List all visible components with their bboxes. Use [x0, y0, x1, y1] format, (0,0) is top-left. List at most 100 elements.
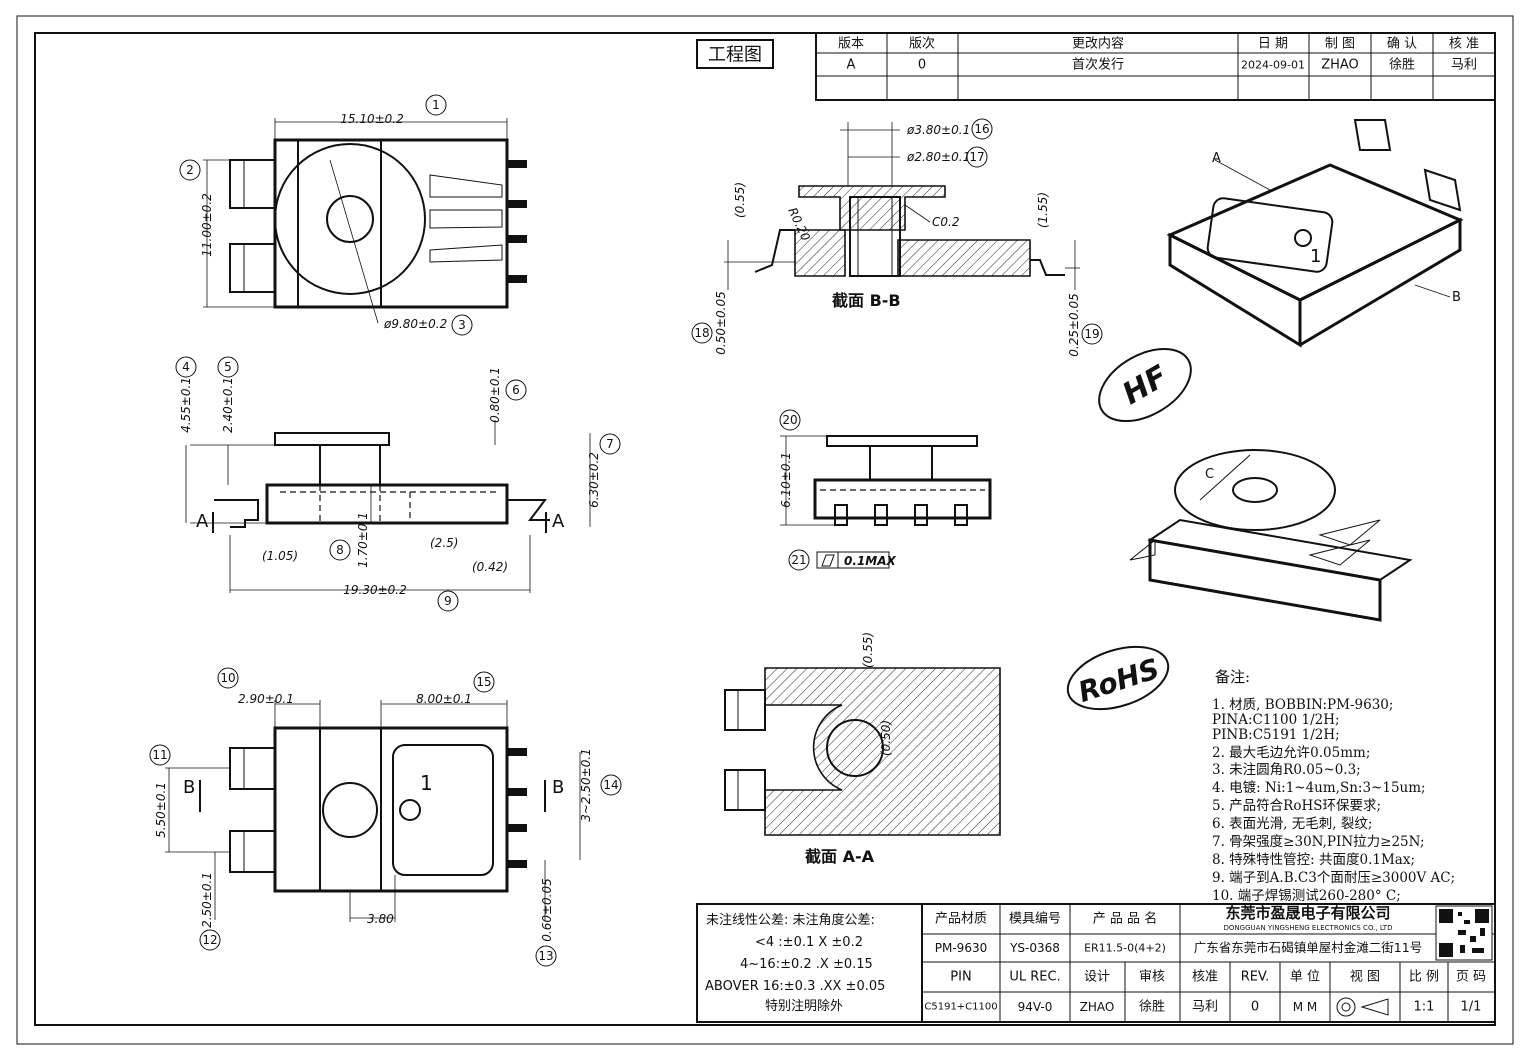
section-marker-a-left: A: [196, 511, 209, 532]
tolerance-line: ABOVER 16:±0.3 .XX ±0.05: [705, 979, 885, 994]
balloon-label: 17: [969, 150, 984, 164]
balloon-label: 12: [202, 933, 217, 947]
rev-cell-approve: 马利: [1451, 58, 1477, 73]
notes: 备注: 1. 材质, BOBBIN:PM-9630; PINA:C1100 1/…: [1212, 668, 1455, 904]
balloon: 16: [971, 118, 993, 140]
balloon: 19: [1081, 323, 1103, 345]
tb-unit: M M: [1293, 1000, 1318, 1014]
dim-side-6: 0.80±0.1: [488, 367, 502, 423]
qr-code-icon: [1435, 905, 1493, 961]
iso-label-c: C: [1205, 467, 1214, 482]
balloon-label: 1: [432, 98, 440, 112]
section-bb: ø3.80±0.1 ø2.80±0.1 (0.55) (1.55) R0.20 …: [714, 122, 1081, 357]
rev-header-version: 版本: [838, 37, 864, 52]
dim-bottom-14: 3~2.50±0.1: [579, 748, 593, 822]
drawing-tag: 工程图: [696, 39, 774, 69]
tb-designer: ZHAO: [1080, 1000, 1115, 1014]
balloon: 5: [217, 356, 239, 378]
rev-header-drawn: 制 图: [1325, 37, 1355, 52]
dim-side-9: 19.30±0.2: [343, 583, 407, 597]
balloon: 20: [779, 409, 801, 431]
rev-header-change: 更改内容: [1072, 36, 1124, 52]
dim-bb-16: ø3.80±0.1: [906, 123, 970, 137]
iso-pin1-mark: 1: [1310, 246, 1321, 267]
iso-bottom: C: [1129, 449, 1413, 622]
balloon-label: 16: [974, 122, 989, 136]
tb-design-label: 设计: [1084, 970, 1110, 985]
drawing-tag-text: 工程图: [708, 45, 762, 66]
balloon: 9: [437, 590, 459, 612]
dim-side-ref-042: (0.42): [472, 560, 508, 574]
tb-scale-label: 比 例: [1409, 970, 1439, 985]
dim-bottom-10: 2.90±0.1: [238, 692, 294, 706]
dim-bottom-15: 8.00±0.1: [416, 692, 472, 706]
iso-top: 1 A B: [1166, 119, 1464, 348]
dim-side-5: 2.40±0.1: [221, 377, 235, 433]
note-item: 7. 骨架强度≥30N,PIN拉力≥25N;: [1212, 834, 1425, 850]
tb-header-product: 产 品 品 名: [1093, 911, 1157, 927]
balloon-label: 11: [152, 748, 167, 762]
iso-label-a: A: [1212, 151, 1221, 166]
tb-material-value: PM-9630: [935, 941, 987, 955]
section-marker-a-right: A: [552, 511, 565, 532]
tb-rev: 0: [1251, 1000, 1259, 1015]
top-view: 15.10±0.2 11.00±0.2 ø9.80±0.2: [200, 112, 527, 331]
note-item: 1. 材质, BOBBIN:PM-9630;: [1212, 697, 1393, 713]
balloon: 21: [788, 549, 810, 571]
balloon: 11: [149, 744, 171, 766]
rev-header-issue: 版次: [909, 36, 935, 52]
balloon: 14: [600, 774, 622, 796]
tb-approver: 马利: [1192, 1000, 1218, 1015]
rev-header-date: 日 期: [1258, 37, 1288, 52]
tb-ul-label: UL REC.: [1009, 970, 1060, 985]
tb-pin-label: PIN: [950, 970, 971, 985]
tb-checker: 徐胜: [1139, 1000, 1165, 1015]
balloon: 17: [966, 146, 988, 168]
note-item: 6. 表面光滑, 无毛刺, 裂纹;: [1212, 816, 1372, 832]
note-item: 8. 特殊特性管控: 共面度0.1Max;: [1212, 852, 1415, 868]
note-item: 3. 未注圆角R0.05~0.3;: [1212, 762, 1361, 778]
balloon: 12: [199, 929, 221, 951]
dim-bb-17: ø2.80±0.1: [906, 150, 970, 164]
balloon: 15: [473, 671, 495, 693]
bottom-pin1-mark: 1: [420, 771, 433, 795]
rev-cell-confirm: 徐胜: [1389, 58, 1415, 73]
balloon-label: 14: [603, 778, 618, 792]
title-block: 未注线性公差: 未注角度公差: <4 :±0.1 X ±0.2 4~16:±0.…: [696, 903, 1496, 1023]
notes-title: 备注:: [1215, 668, 1250, 686]
section-marker-b-left: B: [183, 777, 195, 798]
balloon: 13: [535, 945, 557, 967]
balloon: 6: [505, 379, 527, 401]
rohs-logo-text: RoHS: [1074, 652, 1163, 709]
iso-label-b: B: [1452, 290, 1461, 305]
tb-page-label: 页 码: [1456, 970, 1486, 985]
note-item: 2. 最大毛边允许0.05mm;: [1212, 745, 1370, 761]
tb-approve-label: 核准: [1192, 970, 1218, 985]
flatness-callout: 0.1MAX: [844, 554, 896, 568]
balloon-label: 13: [538, 949, 553, 963]
rev-cell-change: 首次发行: [1072, 57, 1124, 73]
section-aa-title: 截面 A-A: [805, 847, 875, 866]
tb-address: 广东省东莞市石碣镇单屋村金滩二街11号: [1194, 940, 1422, 955]
rev-header-approve: 核 准: [1449, 37, 1479, 52]
rev-cell-drawn: ZHAO: [1321, 58, 1359, 73]
dim-aa-ref-055: (0.55): [861, 632, 875, 668]
balloons: 1 2 3 4 5 6 7 8 9 10 11 12 13 14 15 16 1…: [149, 94, 1103, 967]
dim-side-ref-25: (2.5): [430, 536, 458, 550]
dim-bottom-11: 5.50±0.1: [154, 782, 168, 838]
section-aa: (0.55) (0.50) 截面 A-A: [724, 632, 1001, 866]
note-item: PINB:C5191 1/2H;: [1212, 727, 1340, 743]
tolerance-line: <4 :±0.1 X ±0.2: [755, 935, 863, 950]
balloon-label: 18: [694, 326, 709, 340]
tb-scale: 1:1: [1414, 1000, 1435, 1015]
tb-product-value: ER11.5-0(4+2): [1084, 942, 1166, 955]
balloon: 2: [179, 159, 201, 181]
dim-bb-c02: C0.2: [932, 215, 959, 229]
hf-logo: HF: [1098, 347, 1192, 423]
dim-side-4: 4.55±0.1: [179, 377, 193, 433]
balloon-label: 3: [458, 318, 466, 332]
balloon-label: 20: [782, 413, 797, 427]
balloon-label: 6: [512, 383, 520, 397]
balloon-label: 4: [182, 360, 190, 374]
